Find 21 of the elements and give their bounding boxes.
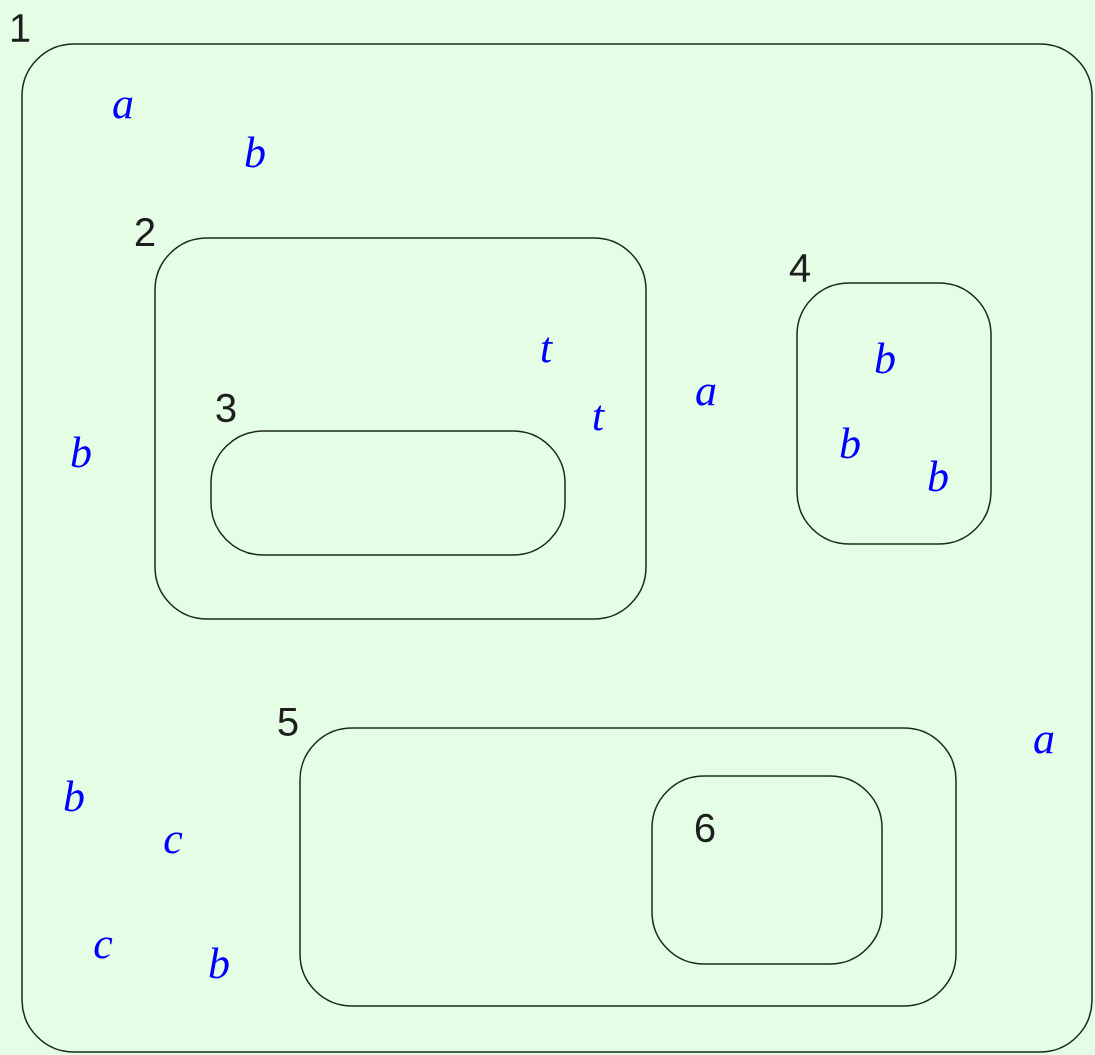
node-label: 2 xyxy=(135,218,155,246)
letter-label: b xyxy=(209,947,229,979)
letter-label: c xyxy=(164,832,183,854)
letter-label: t xyxy=(593,405,605,431)
node-label: 3 xyxy=(216,393,236,423)
rounded-box: 3 xyxy=(210,393,566,556)
node-label: 4 xyxy=(789,254,810,282)
letter-label: a xyxy=(113,97,133,119)
letter-label: b xyxy=(64,780,84,812)
letter-label: t xyxy=(541,337,553,363)
letter-label: a xyxy=(1034,732,1054,754)
letter-label: b xyxy=(840,427,860,459)
letter-label: b xyxy=(875,342,895,374)
letter-label: c xyxy=(94,937,113,959)
node-label: 1 xyxy=(11,14,30,42)
letter-label: b xyxy=(245,136,265,168)
rounded-box: 6 xyxy=(651,775,883,965)
letter-label: a xyxy=(696,384,716,406)
letter-label: b xyxy=(928,460,948,492)
node-label: 5 xyxy=(278,708,298,736)
letter-label: b xyxy=(71,436,91,468)
